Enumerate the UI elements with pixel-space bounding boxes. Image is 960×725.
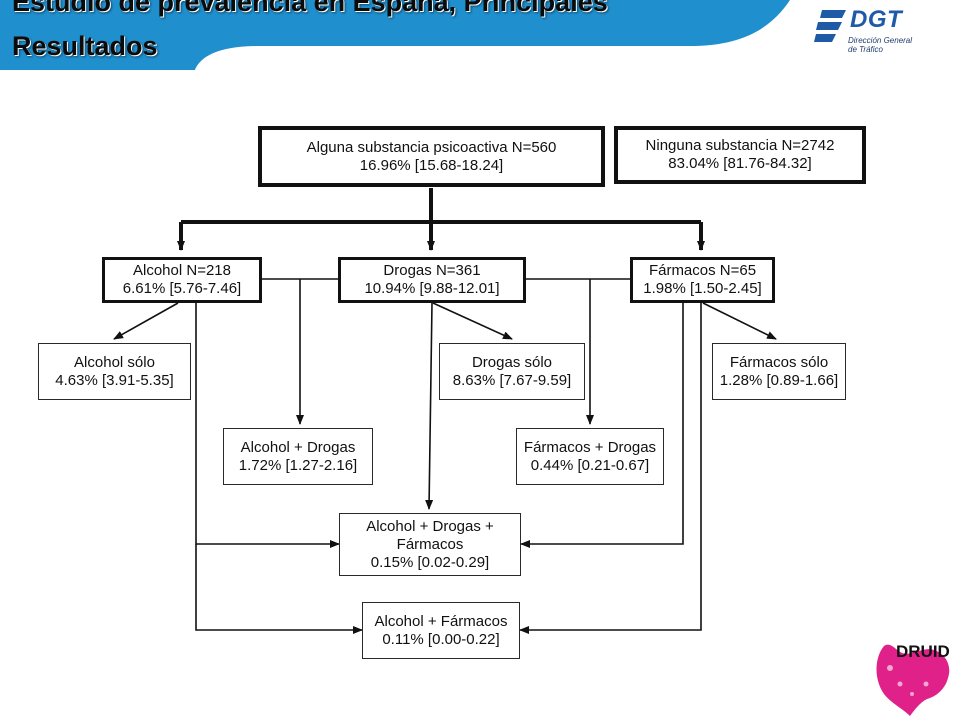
page-title-line-2: Resultados (12, 31, 158, 61)
node-no-substance-value: 83.04% [81.76-84.32] (668, 155, 812, 172)
node-drugs-label: Drogas N=361 (383, 262, 481, 279)
node-any-substance: Alguna substancia psicoactiva N=560 16.9… (258, 126, 605, 187)
node-any-substance-value: 16.96% [15.68-18.24] (359, 156, 504, 174)
arrow-drugs-only (432, 302, 513, 340)
node-meds-value: 1.98% [1.50-2.45] (643, 280, 762, 297)
arrow-alcohol-meds-from-alcohol (195, 544, 363, 634)
header-band (0, 0, 960, 70)
node-alcohol-drugs-label: Alcohol + Drogas (240, 438, 356, 456)
page-title-line-1: Estudio de prevalencia en España, Princi… (12, 0, 608, 17)
dgt-logo: DGT Dirección General de Tráfico (814, 6, 924, 62)
node-all-three-label-2: Fármacos (396, 535, 464, 553)
node-no-substance-label: Ninguna substancia N=2742 (645, 137, 835, 154)
node-drugs-only-label: Drogas sólo (471, 353, 553, 371)
arrow-meds-only (702, 302, 777, 340)
node-all-three: Alcohol + Drogas + Fármacos 0.15% [0.02-… (339, 513, 521, 576)
arrow-drugs-all-three (425, 302, 434, 510)
node-any-substance-label: Alguna substancia psicoactiva N=560 (306, 138, 557, 156)
arrow-alcohol-meds-from-meds (519, 303, 702, 634)
node-alcohol-label: Alcohol N=218 (133, 262, 231, 279)
node-meds-drugs: Fármacos + Drogas 0.44% [0.21-0.67] (516, 428, 664, 485)
node-alcohol: Alcohol N=218 6.61% [5.76-7.46] (102, 257, 262, 303)
druid-emblem-icon (876, 644, 950, 716)
node-meds-label: Fármacos N=65 (648, 262, 757, 279)
node-no-substance: Ninguna substancia N=2742 83.04% [81.76-… (614, 126, 866, 184)
node-alcohol-drugs-value: 1.72% [1.27-2.16] (238, 456, 358, 474)
node-meds-drugs-label: Fármacos + Drogas (523, 438, 657, 456)
node-meds-only: Fármacos sólo 1.28% [0.89-1.66] (712, 343, 846, 400)
node-meds-drugs-value: 0.44% [0.21-0.67] (530, 456, 650, 474)
node-all-three-label-1: Alcohol + Drogas + (366, 517, 494, 535)
node-meds: Fármacos N=65 1.98% [1.50-2.45] (630, 257, 775, 303)
node-drugs-value: 10.94% [9.88-12.01] (364, 280, 500, 297)
node-alcohol-value: 6.61% [5.76-7.46] (122, 280, 242, 297)
header-band-shape (0, 0, 790, 70)
node-alcohol-drugs: Alcohol + Drogas 1.72% [1.27-2.16] (223, 428, 373, 485)
node-all-three-value: 0.15% [0.02-0.29] (370, 553, 490, 571)
node-alcohol-only: Alcohol sólo 4.63% [3.91-5.35] (38, 343, 191, 400)
node-alcohol-meds-value: 0.11% [0.00-0.22] (382, 630, 500, 648)
node-drugs-only-value: 8.63% [7.67-9.59] (452, 371, 572, 389)
dgt-logo-name: DGT (850, 6, 903, 33)
node-drugs-only: Drogas sólo 8.63% [7.67-9.59] (439, 343, 585, 400)
node-alcohol-only-value: 4.63% [3.91-5.35] (55, 371, 174, 389)
druid-logo-name: DRUID (896, 642, 950, 661)
dgt-emblem-icon (814, 10, 846, 42)
node-alcohol-only-label: Alcohol sólo (74, 353, 155, 371)
node-meds-only-value: 1.28% [0.89-1.66] (719, 371, 839, 389)
dgt-logo-subtitle-2: de Tráfico (848, 45, 883, 54)
node-alcohol-meds-label: Alcohol + Fármacos (374, 612, 508, 630)
node-drugs: Drogas N=361 10.94% [9.88-12.01] (338, 257, 526, 303)
druid-logo: DRUID (870, 628, 960, 720)
arrow-alcohol-only (113, 302, 179, 340)
node-meds-only-label: Fármacos sólo (729, 353, 829, 371)
node-alcohol-meds: Alcohol + Fármacos 0.11% [0.00-0.22] (362, 602, 520, 659)
arrow-alcohol-all-three (195, 303, 340, 548)
dgt-logo-subtitle-1: Dirección General (848, 36, 913, 45)
arrow-meds-all-three (520, 303, 684, 548)
